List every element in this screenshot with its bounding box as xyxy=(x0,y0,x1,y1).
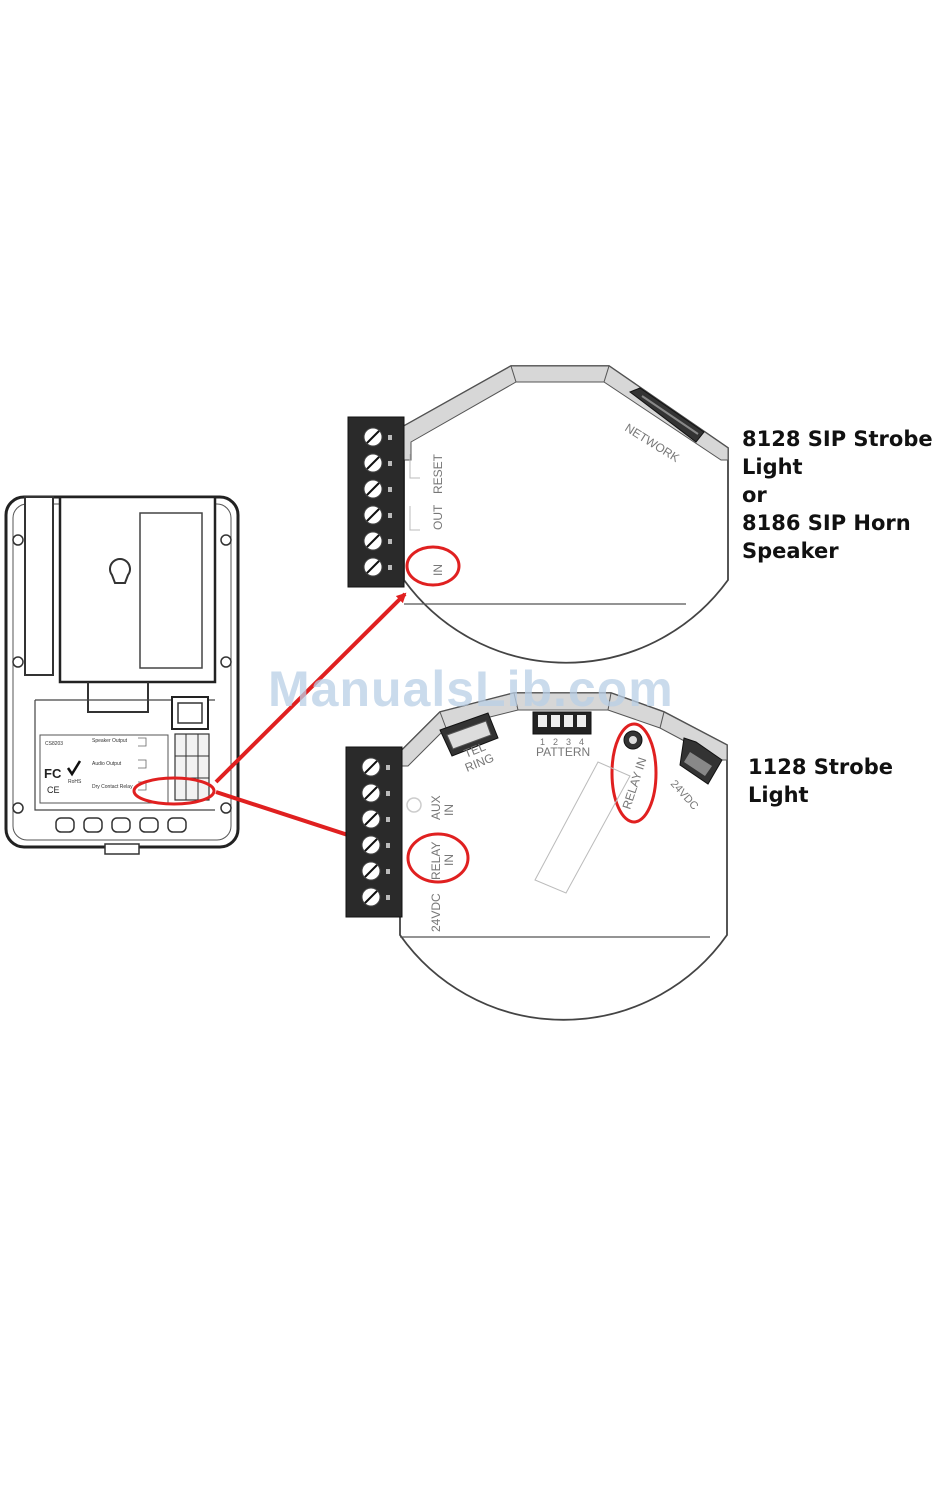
bottom-device-caption: 1128 Strobe Light xyxy=(748,753,893,809)
fc-mark: FC xyxy=(44,766,62,781)
top-detail-view: NETWORK RESET OUT IN xyxy=(348,366,728,663)
speaker-output-label: Speaker Output xyxy=(92,738,128,744)
ce-mark: CE xyxy=(47,785,60,795)
dc-terminal-label: 24VDC xyxy=(429,893,443,932)
caption-line: Speaker xyxy=(742,537,933,565)
caption-line: 1128 Strobe xyxy=(748,753,893,781)
bottom-detail-view: 1 2 3 4 PATTERN TEL RING RELAY IN 24VDC xyxy=(346,693,727,1020)
dry-contact-label: Dry Contact Relay xyxy=(92,784,133,790)
watermark: ManualsLib.com xyxy=(268,660,674,718)
aux-label: AUX xyxy=(429,795,443,820)
caption-line: 8128 SIP Strobe xyxy=(742,425,933,453)
pattern-label: PATTERN xyxy=(536,745,590,759)
caption-line: 8186 SIP Horn xyxy=(742,509,933,537)
rohs-mark: RoHS xyxy=(68,779,82,785)
caption-line: Light xyxy=(748,781,893,809)
caption-line: or xyxy=(742,481,933,509)
device-back-view: CS8203 Speaker Output Audio Output Dry C… xyxy=(6,497,238,854)
svg-text:CS8203: CS8203 xyxy=(45,741,63,747)
reset-label: RESET xyxy=(431,453,445,494)
in-label: IN xyxy=(431,564,445,576)
out-label: OUT xyxy=(431,504,445,530)
top-device-caption: 8128 SIP Strobe Light or 8186 SIP Horn S… xyxy=(742,425,933,565)
audio-output-label: Audio Output xyxy=(92,761,122,767)
relay-label: RELAY xyxy=(429,842,443,880)
aux-in-label: IN xyxy=(442,804,456,816)
caption-line: Light xyxy=(742,453,933,481)
relay-in-label: IN xyxy=(442,854,456,866)
